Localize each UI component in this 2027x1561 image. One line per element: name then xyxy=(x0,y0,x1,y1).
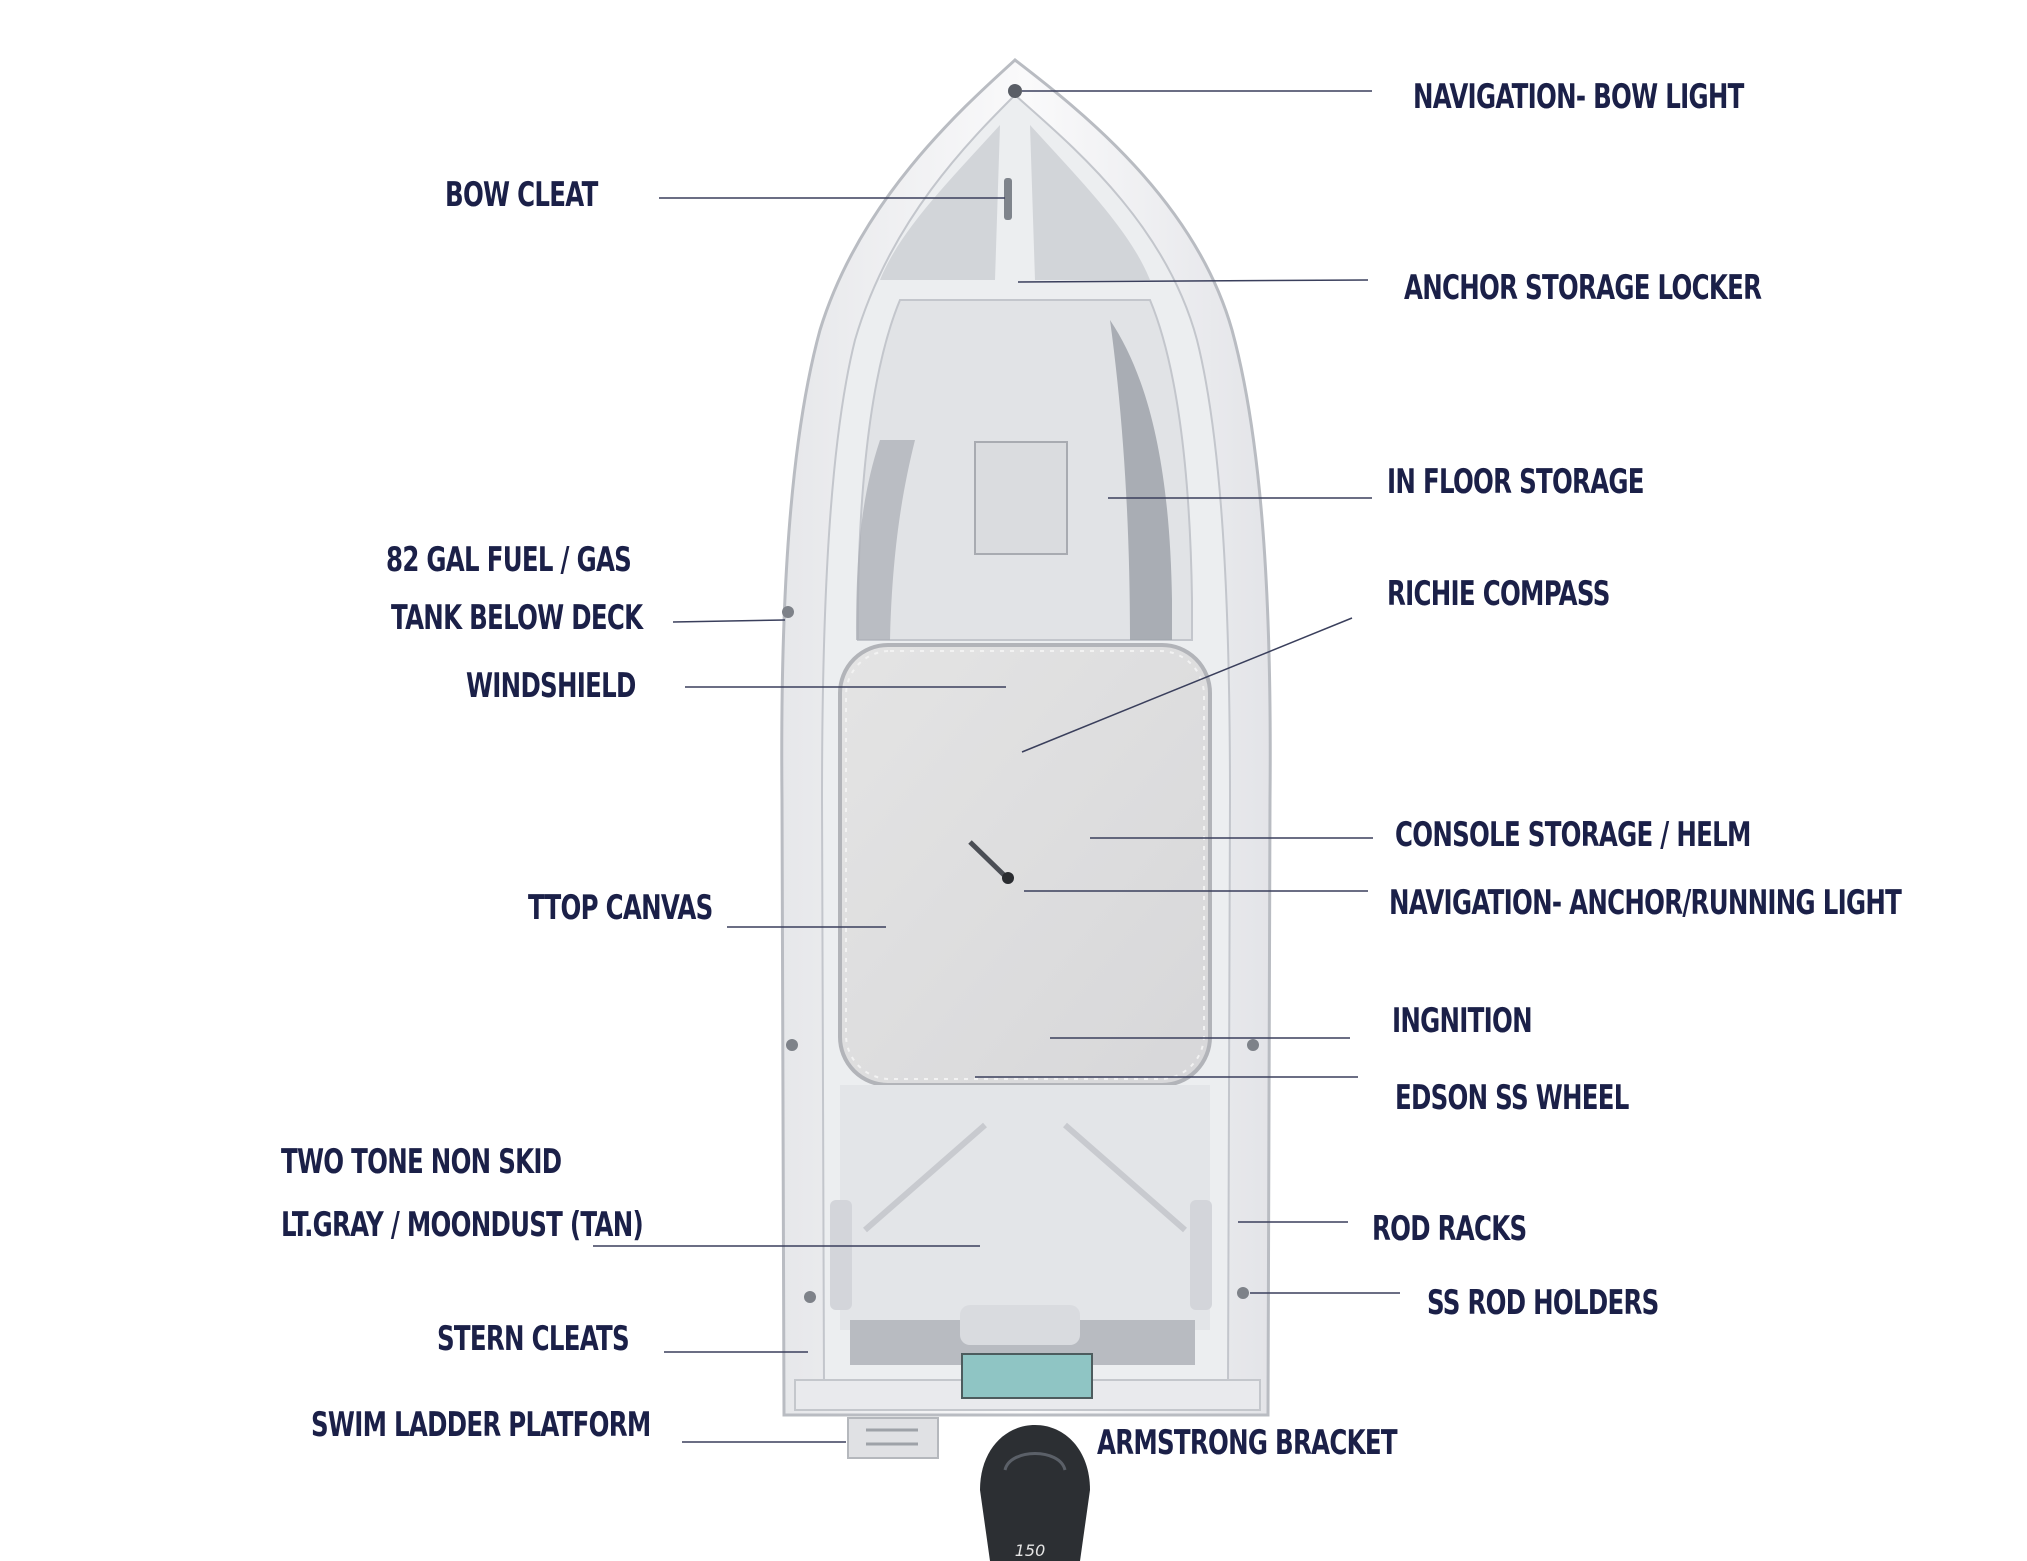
label-armstrong-bracket: ARMSTRONG BRACKET xyxy=(1097,1423,1398,1463)
label-fuel-tank-line2: TANK BELOW DECK xyxy=(391,598,643,638)
rod-holder xyxy=(804,1291,816,1303)
rod-holder xyxy=(782,606,794,618)
label-edson-wheel: EDSON SS WHEEL xyxy=(1395,1078,1629,1118)
rod-holder xyxy=(1237,1287,1249,1299)
label-windshield: WINDSHIELD xyxy=(466,666,636,706)
rod-holder xyxy=(1247,1039,1259,1051)
label-anchor-locker: ANCHOR STORAGE LOCKER xyxy=(1404,268,1762,308)
rod-holder xyxy=(786,1039,798,1051)
bow-light xyxy=(1008,84,1022,98)
swim-ladder xyxy=(847,1417,939,1459)
label-fuel-tank-line1: 82 GAL FUEL / GAS xyxy=(386,540,632,580)
label-stern-cleats: STERN CLEATS xyxy=(437,1319,630,1359)
leader-anchor-locker xyxy=(1017,279,1369,283)
label-ttop-canvas: TTOP CANVAS xyxy=(528,888,713,928)
transom-step xyxy=(961,1353,1093,1399)
label-swim-ladder: SWIM LADDER PLATFORM xyxy=(311,1405,651,1445)
rod-racks xyxy=(1190,1200,1212,1310)
running-light xyxy=(1002,872,1014,884)
outboard-engine xyxy=(980,1425,1090,1561)
label-in-floor-storage: IN FLOOR STORAGE xyxy=(1387,462,1645,502)
leader-fuel-tank xyxy=(672,619,786,623)
label-rod-racks: ROD RACKS xyxy=(1372,1209,1527,1249)
label-anchor-running-light: NAVIGATION- ANCHOR/RUNNING LIGHT xyxy=(1389,883,1902,923)
label-bow-cleat: BOW CLEAT xyxy=(445,175,598,215)
bow-deck-nonskid xyxy=(880,125,1000,280)
label-richie-compass: RICHIE COMPASS xyxy=(1387,574,1610,614)
in-floor-hatch xyxy=(974,441,1068,555)
leader-richie-compass xyxy=(1021,617,1353,753)
label-non-skid-line2: LT.GRAY / MOONDUST (TAN) xyxy=(281,1205,644,1245)
label-non-skid-line1: TWO TONE NON SKID xyxy=(281,1142,562,1182)
aft-cockpit-deck xyxy=(840,1085,1210,1330)
label-console-storage: CONSOLE STORAGE / HELM xyxy=(1395,815,1751,855)
label-ignition: INGNITION xyxy=(1392,1001,1533,1041)
bow-cleat xyxy=(1004,178,1012,220)
label-bow-light: NAVIGATION- BOW LIGHT xyxy=(1413,77,1744,117)
label-rod-holders: SS ROD HOLDERS xyxy=(1427,1283,1659,1323)
engine-badge: 150 xyxy=(1015,1541,1046,1560)
